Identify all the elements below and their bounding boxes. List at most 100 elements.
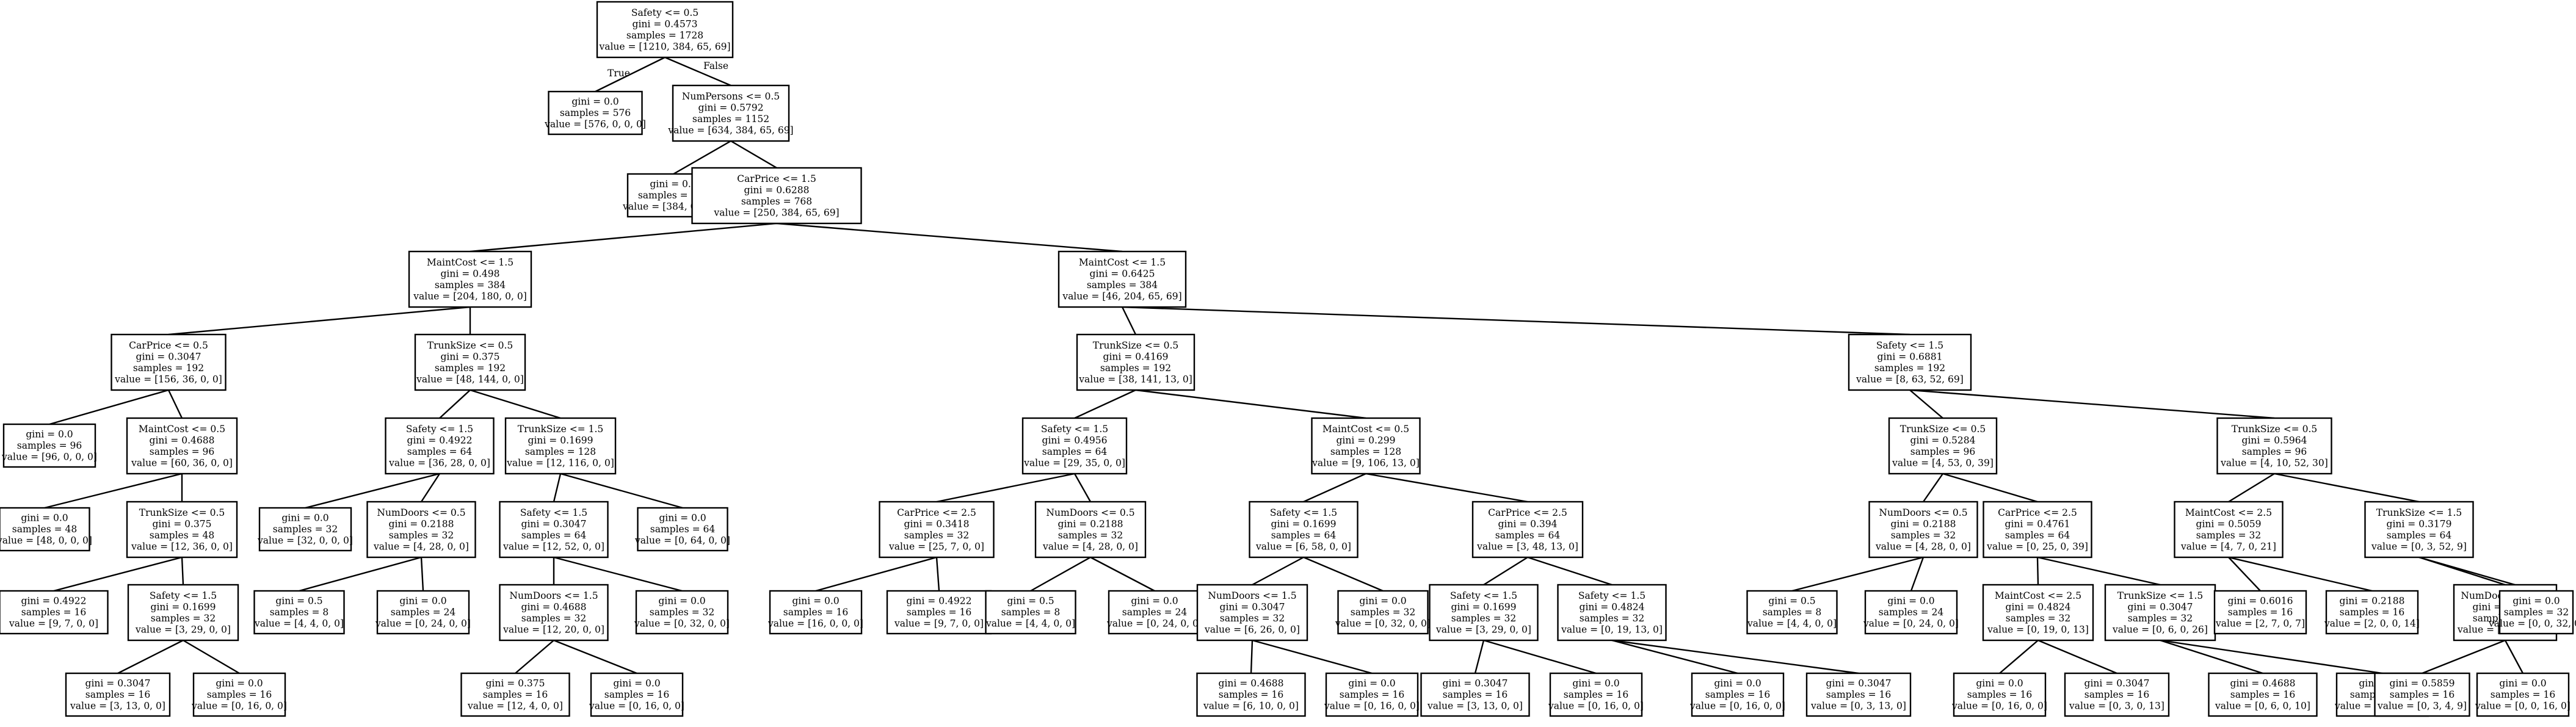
- tree-node-line: samples = 96: [150, 446, 214, 457]
- tree-node-line: samples = 32: [2504, 607, 2569, 618]
- tree-node-line: value = [32, 0, 0, 0]: [257, 535, 353, 546]
- tree-edge: [2274, 472, 2420, 503]
- tree-node-line: gini = 0.375: [440, 351, 499, 362]
- tree-edge: [1474, 640, 1485, 674]
- tree-node-box: [499, 584, 609, 642]
- tree-edge: [420, 557, 424, 591]
- tree-edge: [935, 557, 940, 591]
- tree-node-box: [1429, 584, 1539, 642]
- tree-node-line: gini = 0.5964: [2242, 435, 2307, 446]
- tree-node-line: gini = 0.0: [399, 596, 446, 607]
- tree-node-line: Safety <= 1.5: [520, 507, 587, 518]
- tree-node-line: gini = 0.4573: [633, 18, 698, 29]
- tree-node-line: Safety <= 1.5: [1041, 424, 1108, 435]
- tree-edge: [1909, 389, 2275, 419]
- tree-node-box: [0, 590, 109, 635]
- tree-node-line: gini = 0.0: [2513, 596, 2560, 607]
- tree-node-line: samples = 16: [483, 689, 548, 700]
- tree-node-line: gini = 0.0: [1714, 678, 1761, 689]
- tree-node-box: [1982, 584, 2094, 642]
- tree-node-line: gini = 0.0: [659, 513, 706, 524]
- tree-edge: [1611, 639, 1859, 675]
- tree-node-line: value = [0, 6, 0, 26]: [2112, 624, 2208, 635]
- tree-edge: [515, 640, 554, 674]
- tree-node-line: samples = 8: [1001, 607, 1061, 618]
- tree-node-line: gini = 0.4824: [1580, 601, 1645, 612]
- tree-node-line: samples = 128: [525, 446, 596, 457]
- tree-node-box: [1021, 417, 1128, 475]
- tree-edge: [1252, 556, 1304, 586]
- tree-node-line: NumPersons <= 0.5: [682, 91, 780, 102]
- tree-node-line: samples = 24: [1122, 607, 1188, 618]
- tree-node-line: value = [4, 53, 0, 39]: [1892, 457, 1994, 468]
- tree-node-box: [2476, 672, 2570, 717]
- tree-node-line: samples = 32: [1891, 530, 1956, 541]
- tree-edge: [936, 472, 1075, 503]
- tree-node-line: value = [0, 3, 0, 13]: [2069, 701, 2164, 712]
- tree-edge: [181, 557, 184, 585]
- tree-node-line: value = [48, 0, 0, 0]: [0, 535, 92, 546]
- tree-node-line: samples = 128: [1330, 446, 1401, 457]
- tree-node-line: samples = 16: [21, 607, 86, 618]
- tree-node-line: value = [0, 6, 0, 10]: [2215, 701, 2310, 712]
- tree-node-line: value = [0, 16, 0, 0]: [1324, 701, 1420, 712]
- tree-node-line: value = [3, 29, 0, 0]: [135, 624, 231, 635]
- tree-node-line: value = [16, 0, 0, 0]: [767, 618, 863, 629]
- tree-node-box: [1471, 501, 1584, 559]
- tree-edge: [53, 556, 183, 592]
- tree-node-line: samples = 16: [2491, 689, 2555, 700]
- tree-node-line: gini = 0.394: [1498, 518, 1557, 529]
- tree-node-line: samples = 64: [1271, 530, 1337, 541]
- tree-node-line: gini = 0.3047: [2084, 678, 2150, 689]
- tree-node-box: [385, 417, 495, 475]
- tree-edge: [44, 472, 183, 509]
- tree-node-line: value = [60, 36, 0, 0]: [131, 457, 233, 468]
- tree-node-line: value = [6, 58, 0, 0]: [1255, 541, 1351, 552]
- tree-node-line: samples = 16: [1705, 689, 1770, 700]
- tree-edge: [1365, 472, 1528, 503]
- tree-node-line: samples = 32: [1058, 530, 1123, 541]
- tree-node-box: [366, 501, 476, 559]
- tree-edge: [1121, 306, 1137, 335]
- tree-edge: [49, 389, 169, 425]
- tree-node-line: gini = 0.0: [216, 678, 263, 689]
- tree-node-line: NumDoors <= 0.5: [1879, 507, 1967, 518]
- tree-edge: [2504, 640, 2524, 674]
- tree-node-line: samples = 64: [1042, 446, 1108, 457]
- tree-node-line: gini = 0.0: [1131, 596, 1178, 607]
- tree-node-line: value = [0, 0, 32, 0]: [2488, 618, 2576, 629]
- tree-node-box: [504, 417, 617, 475]
- tree-node-line: Safety <= 1.5: [406, 424, 473, 435]
- tree-node-box: [1848, 333, 1972, 391]
- tree-node-line: samples = 8: [1763, 607, 1822, 618]
- tree-node-line: gini = 0.6288: [744, 184, 810, 195]
- tree-node-box: [1311, 417, 1421, 475]
- tree-edge: [305, 472, 440, 509]
- tree-edge: [2228, 557, 2261, 591]
- tree-node-line: gini = 0.4169: [1103, 351, 1169, 362]
- tree-node-box: [1868, 501, 1978, 559]
- tree-node-box: [2213, 590, 2307, 635]
- tree-edge: [560, 472, 683, 509]
- tree-node-line: gini = 0.4922: [21, 596, 87, 607]
- tree-node-line: gini = 0.1699: [1451, 601, 1517, 612]
- tree-node-line: samples = 64: [521, 530, 587, 541]
- tree-node-line: samples = 32: [151, 613, 216, 624]
- tree-node-line: gini = 0.0: [26, 429, 73, 440]
- tree-node-box: [1196, 584, 1308, 642]
- tree-node-line: samples = 16: [1219, 689, 1283, 700]
- tree-node-line: gini = 0.5859: [2390, 678, 2455, 689]
